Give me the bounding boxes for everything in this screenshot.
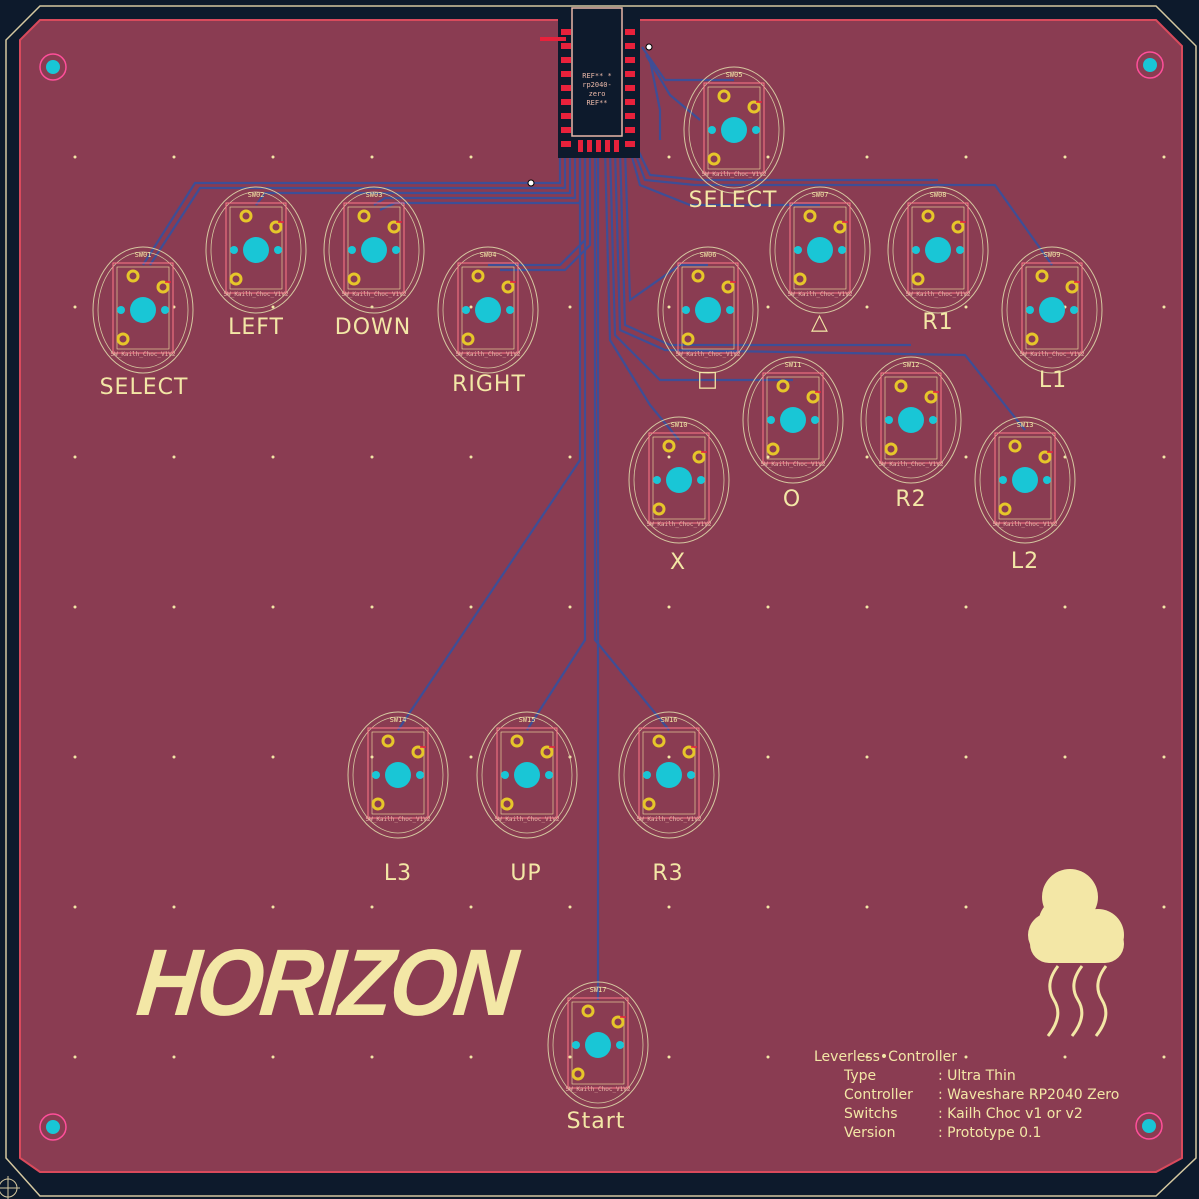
switch-ref: SW09 [1043,251,1061,259]
switch-ref: SW07 [811,191,829,199]
info-row: Controller : Waveshare RP2040 Zero [814,1086,1119,1105]
switch-ref: SW14 [389,716,407,724]
switch-label-sw15: UP [510,861,542,886]
switch-footprint-name: SW_Kailh_Choc_V1V2 [878,461,944,468]
switch-label-sw10: X [669,550,687,575]
brand-logo: HORIZON [132,930,520,1036]
rain-cloud-icon [1028,869,1124,1037]
switch-ref: SW16 [660,716,678,724]
switch-label-sw08: R1 [922,310,954,335]
mcu-value: rp2040-zero [582,81,612,98]
switch-ref: SW08 [929,191,947,199]
switch-footprint-name: SW_Kailh_Choc_V1V2 [701,171,767,178]
info-key: Version [844,1125,896,1141]
mcu-ref-bottom: REF** [586,99,608,107]
switch-label-sw03: DOWN [334,315,412,340]
switch-ref: SW04 [479,251,497,259]
switch-footprint-name: SW_Kailh_Choc_V1V2 [565,1086,631,1093]
switch-ref: SW13 [1016,421,1034,429]
switch-footprint-name: SW_Kailh_Choc_V1V2 [787,291,853,298]
switch-ref: SW02 [247,191,265,199]
info-title: Leverless•Controller [814,1049,958,1065]
switch-ref: SW06 [699,251,717,259]
switch-footprint-name: SW_Kailh_Choc_V1V2 [494,816,560,823]
mcu-footprint [527,7,653,187]
switch-ref: SW01 [134,251,152,259]
switch-label-sw01: SELECT [99,375,189,400]
switch-label-sw13: L2 [1010,549,1040,574]
switch-footprint-name: SW_Kailh_Choc_V1V2 [455,351,521,358]
switch-footprint-name: SW_Kailh_Choc_V1V2 [341,291,407,298]
info-key: Controller [844,1087,913,1103]
switch-ref: SW17 [589,986,607,994]
switch-footprint-name: SW_Kailh_Choc_V1V2 [760,461,826,468]
info-value: : Prototype 0.1 [938,1125,1042,1141]
switch-footprint-name: SW_Kailh_Choc_V1V2 [646,521,712,528]
switch-footprint-name: SW_Kailh_Choc_V1V2 [365,816,431,823]
switch-label-sw09: L1 [1038,368,1068,393]
switch-ref: SW12 [902,361,920,369]
mcu-silkscreen: REF** * rp2040-zero REF** [574,72,620,108]
switch-label-sw06: □ [697,367,719,392]
switch-ref: SW11 [784,361,802,369]
switch-ref: SW15 [518,716,536,724]
info-value: : Ultra Thin [938,1068,1016,1084]
switch-label-sw04: RIGHT [452,372,526,397]
switch-footprint-name: SW_Kailh_Choc_V1V2 [636,816,702,823]
info-row: Type : Ultra Thin [814,1067,1119,1086]
mcu-ref-top: REF** * [582,72,612,80]
origin-marker [0,1176,20,1199]
switch-footprint-name: SW_Kailh_Choc_V1V2 [675,351,741,358]
switch-footprint-name: SW_Kailh_Choc_V1V2 [223,291,289,298]
switch-footprint-name: SW_Kailh_Choc_V1V2 [992,521,1058,528]
switch-footprint-name: SW_Kailh_Choc_V1V2 [110,351,176,358]
mounting-holes [39,51,1164,1141]
switch-footprint-name: SW_Kailh_Choc_V1V2 [1019,351,1085,358]
info-value: : Kailh Choc v1 or v2 [938,1106,1083,1122]
info-value: : Waveshare RP2040 Zero [938,1087,1120,1103]
switch-ref: SW10 [670,421,688,429]
switch-label-sw17: Start [566,1109,626,1134]
switch-label-sw05: SELECT [688,188,778,213]
info-key: Type [844,1068,877,1084]
switch-footprint-name: SW_Kailh_Choc_V1V2 [905,291,971,298]
info-row: Version : Prototype 0.1 [814,1124,1119,1143]
switch-label-sw16: R3 [652,861,684,886]
info-key: Switchs [844,1106,898,1122]
switch-label-sw07: △ [811,310,829,335]
switch-ref: SW05 [725,71,743,79]
switch-label-sw11: O [782,487,802,512]
switch-ref: SW03 [365,191,383,199]
switch-label-sw14: L3 [383,861,413,886]
switch-label-sw12: R2 [895,487,927,512]
info-row: Switchs : Kailh Choc v1 or v2 [814,1105,1119,1124]
switch-label-sw02: LEFT [228,315,284,340]
